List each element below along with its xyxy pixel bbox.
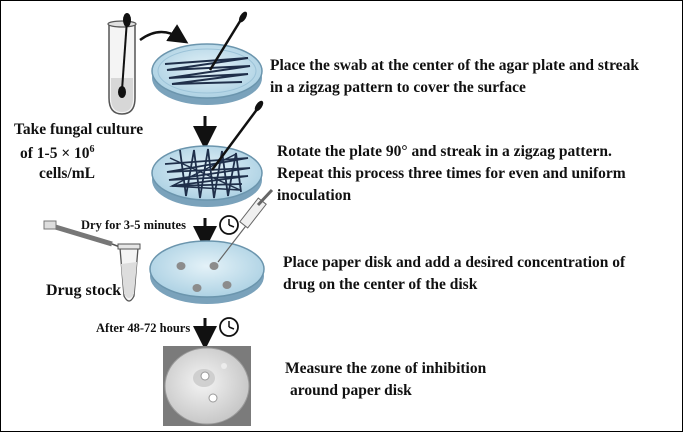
- paper-disk-icon: [209, 262, 219, 270]
- pipette-icon: [217, 188, 274, 263]
- step3-line2: drug on the center of the disk: [283, 276, 478, 293]
- step4-text: Measure the zone of inhibition around pa…: [285, 358, 486, 402]
- culture-exponent: 6: [89, 144, 95, 155]
- step4-line2: around paper disk: [290, 382, 412, 399]
- culture-label: Take fungal culture of 1-5 × 106 cells/m…: [14, 120, 143, 184]
- step4-line1: Measure the zone of inhibition: [285, 360, 487, 377]
- petri-dish-icon: [151, 11, 263, 105]
- petri-dish-icon: [151, 100, 264, 207]
- step1-line1: Place the swab at the center of the agar…: [270, 57, 639, 74]
- clock-icon: [219, 215, 239, 235]
- clock-icon: [219, 317, 239, 337]
- cotton-swab-icon: [118, 13, 131, 98]
- step1-line2: in a zigzag pattern to cover the surface: [270, 79, 526, 96]
- step2-line3: inoculation: [277, 187, 352, 204]
- culture-line3: cells/mL: [39, 165, 95, 183]
- culture-tube-icon: [107, 20, 137, 115]
- result-plate-photo: [163, 346, 251, 426]
- drug-stock-label: Drug stock: [46, 282, 122, 299]
- paper-disk-icon: [192, 284, 202, 292]
- paper-disk-icon: [222, 281, 232, 289]
- step2-line1: Rotate the plate 90° and streak in a zig…: [277, 143, 612, 160]
- culture-line2: of 1-5 × 106: [14, 140, 143, 164]
- step3-line1: Place paper disk and add a desired conce…: [283, 254, 626, 271]
- step1-text: Place the swab at the center of the agar…: [270, 55, 639, 99]
- curved-arrow: [139, 24, 189, 44]
- culture-concentration: of 1-5 × 10: [20, 145, 90, 163]
- dry-time-label: Dry for 3-5 minutes: [81, 218, 186, 232]
- step2-text: Rotate the plate 90° and streak in a zig…: [277, 141, 626, 207]
- culture-line1: Take fungal culture: [14, 121, 144, 138]
- step3-text: Place paper disk and add a desired conce…: [283, 252, 625, 296]
- step2-line2: Repeat this process three times for even…: [277, 165, 626, 182]
- drug-vial-icon: [117, 243, 141, 302]
- incubation-time-label: After 48-72 hours: [96, 321, 191, 335]
- petri-dish-icon: [149, 240, 265, 304]
- paper-disk-icon: [176, 262, 186, 270]
